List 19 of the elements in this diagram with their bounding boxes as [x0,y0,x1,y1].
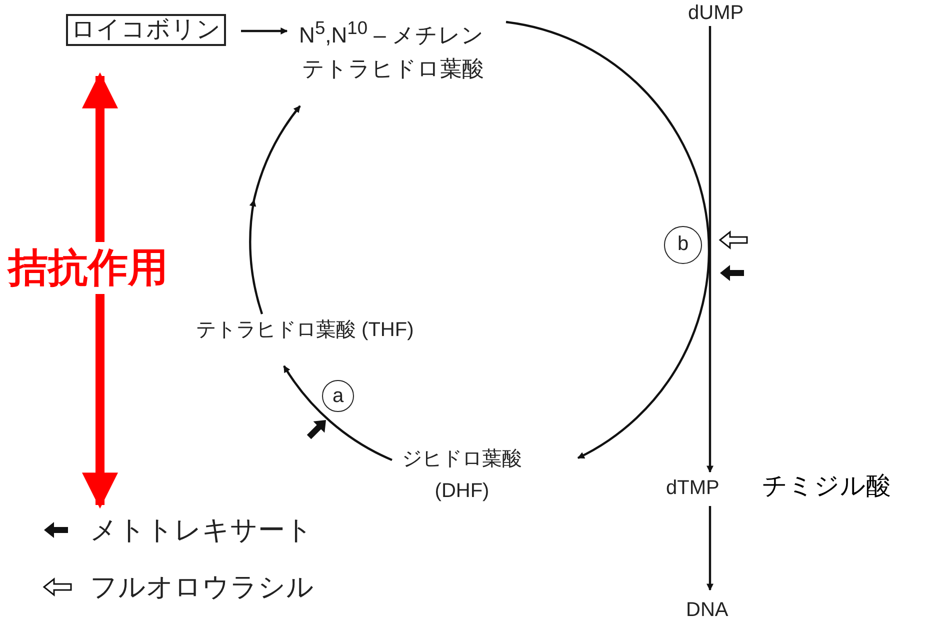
enzyme-circle: a [322,380,354,412]
arrow [283,365,392,461]
enzyme-circle: b [664,226,702,264]
compound-name: チミジル酸 [762,473,891,499]
process-box: ロイコボリン [66,14,226,46]
legend-text: メトトレキサート [90,514,313,547]
arrow [706,26,714,473]
arrow [706,506,714,591]
compound-label: ジヒドロ葉酸 (DHF) [392,443,532,507]
arrow [241,28,288,34]
compound-label: dTMP [666,475,720,501]
compound-label: DNA [686,597,728,623]
arrow [82,72,118,509]
legend-text: フルオロウラシル [90,571,314,604]
compound-label: dUMP [688,0,744,26]
compound-label: テトラヒドロ葉酸 (THF) [196,317,414,343]
compound-label: N$^{5}$,N$^{10}$ – メチレンテトラヒドロ葉酸 [292,11,484,86]
arrow [506,20,710,459]
arrow [249,105,301,314]
